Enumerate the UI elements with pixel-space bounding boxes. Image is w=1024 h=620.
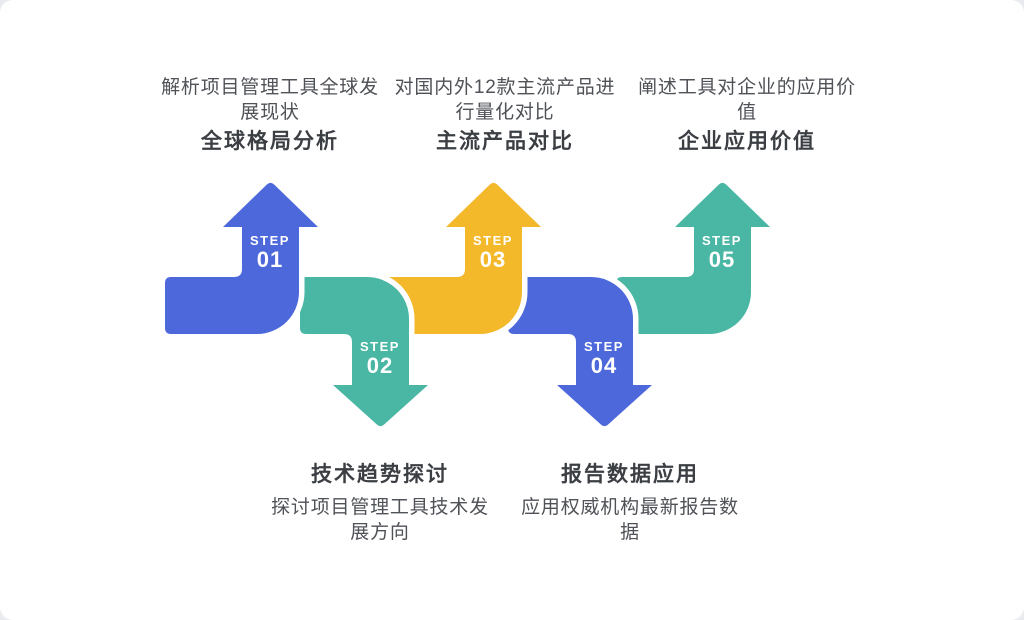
step-01-text-group: 解析项目管理工具全球发展现状 全球格局分析 — [156, 75, 384, 155]
arrow-step-02 — [300, 277, 428, 427]
step-02-description: 探讨项目管理工具技术发展方向 — [271, 497, 489, 543]
step-04-description: 应用权威机构最新报告数据 — [521, 497, 739, 543]
arrow-step-03 — [385, 182, 541, 334]
arrow-step-01 — [165, 182, 318, 334]
step-05-text-group: 阐述工具对企业的应用价值 企业应用价值 — [633, 75, 861, 155]
step-03-title: 主流产品对比 — [436, 130, 574, 153]
step-02-title: 技术趋势探讨 — [311, 463, 449, 486]
arrow-step-05 — [616, 182, 770, 334]
step-04-title: 报告数据应用 — [561, 463, 699, 486]
step-05-title: 企业应用价值 — [678, 130, 816, 153]
arrow-step-04 — [508, 277, 652, 427]
step-02-text-group: 技术趋势探讨 探讨项目管理工具技术发展方向 — [266, 461, 494, 545]
step-04-text-group: 报告数据应用 应用权威机构最新报告数据 — [516, 461, 744, 545]
step-03-description: 对国内外12款主流产品进行量化对比 — [394, 77, 616, 123]
step-05-description: 阐述工具对企业的应用价值 — [638, 77, 856, 123]
step-01-description: 解析项目管理工具全球发展现状 — [161, 77, 379, 123]
step-03-text-group: 对国内外12款主流产品进行量化对比 主流产品对比 — [391, 75, 619, 155]
step-01-title: 全球格局分析 — [201, 130, 339, 153]
